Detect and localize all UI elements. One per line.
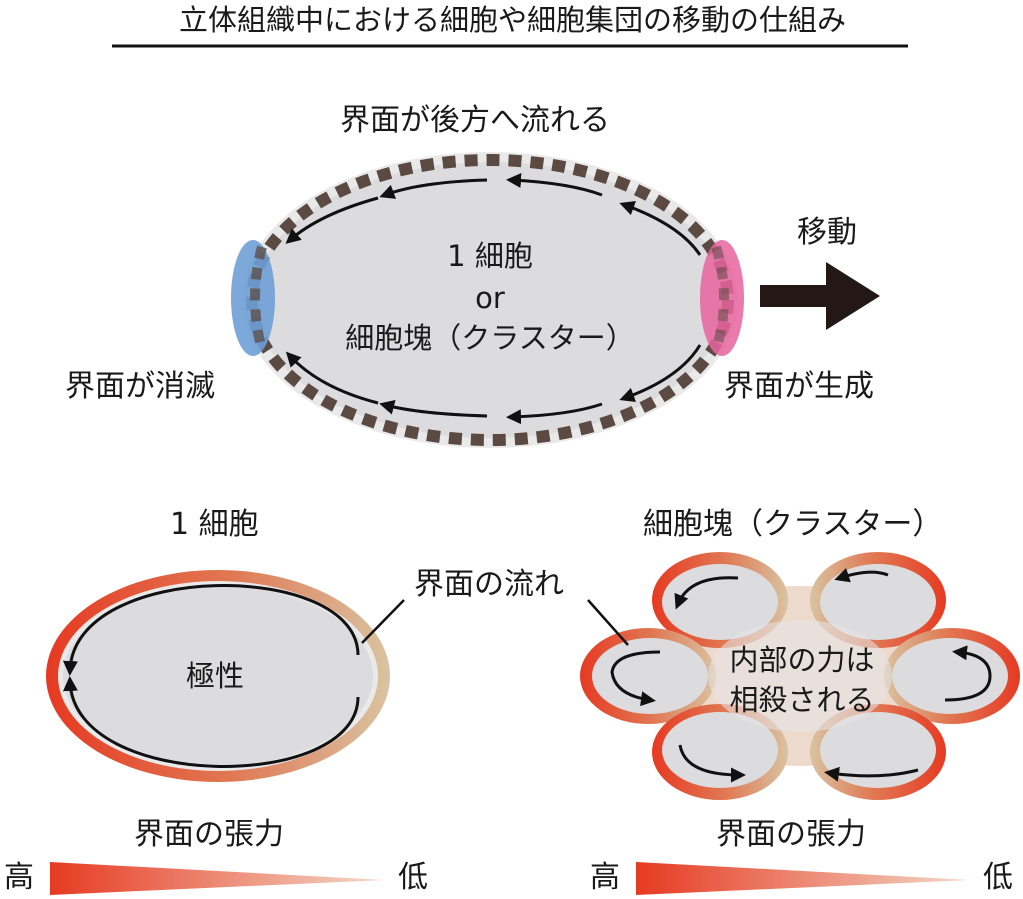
- create-label: 界面が生成: [724, 369, 874, 404]
- tension-wedge-left: [50, 862, 384, 895]
- flow-arrow-upper-3: [506, 172, 603, 197]
- cluster-center-line-1: 内部の力は: [729, 643, 875, 677]
- tension-low-right: 低: [983, 860, 1013, 895]
- tension-label-left: 界面の張力: [134, 817, 284, 852]
- tension-high-left: 高: [4, 860, 34, 895]
- single-cell-flow-upper: [62, 584, 360, 676]
- right-dash-overlay: [711, 245, 729, 352]
- single-cell-flow-lower: [62, 676, 360, 768]
- center-line-1: 1 細胞: [447, 239, 533, 273]
- flow-arrow-upper-2: [285, 196, 379, 244]
- polarity-label: 極性: [186, 659, 245, 693]
- page-title: 立体組織中における細胞や細胞集団の移動の仕組み: [178, 3, 846, 37]
- center-line-2: or: [475, 281, 505, 315]
- flow-arrow-lower-3: [506, 402, 603, 425]
- movement-arrow: [760, 262, 880, 330]
- tension-high-right: 高: [590, 860, 620, 895]
- top-cell: [231, 152, 744, 448]
- flow-backward-label: 界面が後方へ流れる: [340, 103, 610, 138]
- top-cell-body: [254, 162, 726, 438]
- cluster-flow-l: [610, 650, 661, 707]
- flow-arrow-lower-1: [285, 351, 379, 405]
- cluster-cell-center: [708, 620, 892, 732]
- cluster-cell-l: [592, 638, 708, 714]
- vanish-label: 界面が消滅: [65, 369, 215, 404]
- tension-low-left: 低: [398, 860, 428, 895]
- cluster-flow-r: [944, 645, 992, 702]
- flow-arrow-lower-2: [379, 399, 488, 418]
- interface-flow-callout: 界面の流れ: [414, 567, 564, 602]
- cluster-cell-ur: [820, 564, 936, 640]
- tension-wedge-right: [636, 862, 970, 895]
- flow-arrow-upper-4: [619, 201, 702, 256]
- callout-line-right: [587, 599, 629, 646]
- single-cell-body: [63, 586, 373, 766]
- center-line-3: 細胞塊（クラスター）: [345, 321, 635, 355]
- cluster-center-line-2: 相殺される: [729, 683, 875, 717]
- cluster-flow-ll: [678, 744, 746, 783]
- single-cell: [46, 570, 390, 782]
- cell-cluster: [580, 552, 1020, 800]
- cluster-flow-ur: [834, 568, 889, 583]
- cluster-cell-lr: [820, 712, 936, 788]
- cluster-cell-ll: [662, 712, 778, 788]
- tension-label-right: 界面の張力: [716, 817, 866, 852]
- cluster-flow-lr: [824, 766, 919, 782]
- left-dash-overlay: [250, 245, 267, 352]
- cluster-title: 細胞塊（クラスター）: [643, 507, 943, 542]
- flow-arrow-lower-4: [619, 344, 702, 402]
- callout-line-left: [361, 599, 405, 644]
- single-cell-title: 1 細胞: [170, 507, 259, 542]
- movement-label: 移動: [797, 215, 857, 250]
- flow-arrow-upper-1: [379, 178, 488, 199]
- cluster-cell-ul: [662, 564, 778, 640]
- cluster-flow-ul: [674, 576, 739, 610]
